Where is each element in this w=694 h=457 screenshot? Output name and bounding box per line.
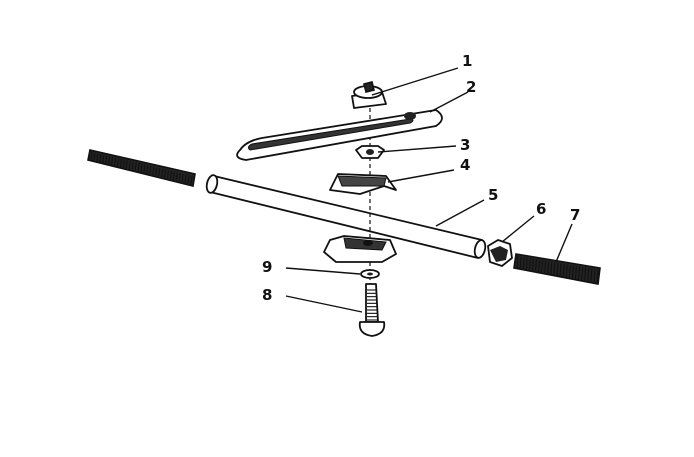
thread-line bbox=[519, 256, 522, 270]
thread-line bbox=[102, 154, 105, 163]
threaded-stud-left bbox=[87, 149, 196, 187]
thread-line bbox=[531, 258, 534, 272]
callout-1: 1 bbox=[462, 52, 472, 70]
thread-line bbox=[137, 163, 140, 172]
thread-line bbox=[568, 265, 571, 279]
thread-line bbox=[134, 162, 137, 171]
thread-line bbox=[158, 168, 161, 177]
thread-line bbox=[122, 159, 125, 168]
thread-line bbox=[584, 267, 587, 281]
thread-line bbox=[547, 261, 550, 275]
slotted-bar bbox=[236, 109, 443, 161]
callout-7: 7 bbox=[570, 206, 580, 224]
callout-8: 8 bbox=[262, 286, 272, 304]
thread-line bbox=[105, 155, 108, 164]
thread-line bbox=[190, 175, 193, 185]
thread-line bbox=[161, 168, 164, 178]
callout-5: 5 bbox=[488, 186, 498, 204]
callout-labels: 1 2 3 4 5 6 7 8 9 bbox=[262, 52, 580, 304]
thread-line bbox=[166, 170, 170, 179]
thread-line bbox=[149, 166, 152, 175]
thread-line bbox=[125, 160, 128, 169]
thread-line bbox=[571, 265, 574, 279]
callout-6: 6 bbox=[536, 200, 546, 218]
threaded-stud-right bbox=[513, 253, 601, 285]
thread-line bbox=[119, 158, 122, 168]
thread-line bbox=[178, 173, 181, 182]
thread-line bbox=[140, 163, 143, 173]
thread-line bbox=[559, 263, 562, 277]
thread-line bbox=[116, 158, 120, 167]
thread-line bbox=[516, 255, 519, 270]
thread-line bbox=[108, 156, 111, 165]
hex-nut-large bbox=[487, 239, 513, 267]
thread-line bbox=[581, 267, 584, 281]
callout-2: 2 bbox=[466, 78, 476, 96]
thread-line bbox=[587, 268, 590, 282]
thread-line bbox=[111, 156, 114, 166]
thread-line bbox=[562, 264, 565, 278]
thread-line bbox=[184, 174, 187, 183]
thread-line bbox=[522, 257, 525, 271]
thread-line bbox=[90, 151, 93, 161]
thread-line bbox=[172, 171, 175, 180]
thread-line bbox=[152, 166, 155, 175]
thread-line bbox=[577, 266, 581, 280]
thread-line bbox=[525, 257, 528, 271]
hex-nut-small bbox=[355, 145, 385, 159]
thread-line bbox=[541, 260, 544, 274]
thread-line bbox=[537, 259, 541, 273]
thread-line bbox=[187, 175, 190, 184]
thread-line bbox=[143, 164, 146, 173]
thread-line bbox=[574, 266, 578, 280]
thread-line bbox=[590, 268, 593, 282]
thread-line bbox=[528, 258, 531, 272]
thread-line bbox=[169, 170, 172, 180]
thread-line bbox=[593, 269, 596, 283]
thread-line bbox=[550, 261, 553, 275]
thread-line bbox=[93, 152, 96, 161]
thread-line bbox=[596, 269, 599, 284]
thread-line bbox=[175, 172, 178, 181]
thread-line bbox=[565, 264, 568, 278]
bolt bbox=[358, 283, 386, 337]
thread-line bbox=[534, 259, 538, 273]
thread-line bbox=[146, 165, 149, 174]
thread-line bbox=[99, 154, 102, 163]
thread-line bbox=[181, 173, 184, 182]
thread-line bbox=[544, 260, 547, 274]
thread-line bbox=[96, 153, 99, 162]
wing-nut bbox=[351, 81, 387, 109]
thread-line bbox=[113, 157, 117, 166]
thread-line bbox=[553, 262, 556, 276]
callout-4: 4 bbox=[460, 156, 470, 174]
lower-clamp bbox=[323, 235, 397, 263]
thread-line bbox=[556, 262, 559, 277]
lock-washer bbox=[360, 269, 380, 279]
thread-line bbox=[128, 161, 131, 170]
rod bbox=[205, 174, 487, 259]
thread-line bbox=[163, 169, 167, 178]
thread-line bbox=[131, 161, 134, 170]
upper-clamp bbox=[329, 173, 397, 195]
leader-lines bbox=[285, 67, 573, 313]
thread-line bbox=[155, 167, 158, 176]
callout-3: 3 bbox=[460, 136, 470, 154]
callout-9: 9 bbox=[262, 258, 272, 276]
